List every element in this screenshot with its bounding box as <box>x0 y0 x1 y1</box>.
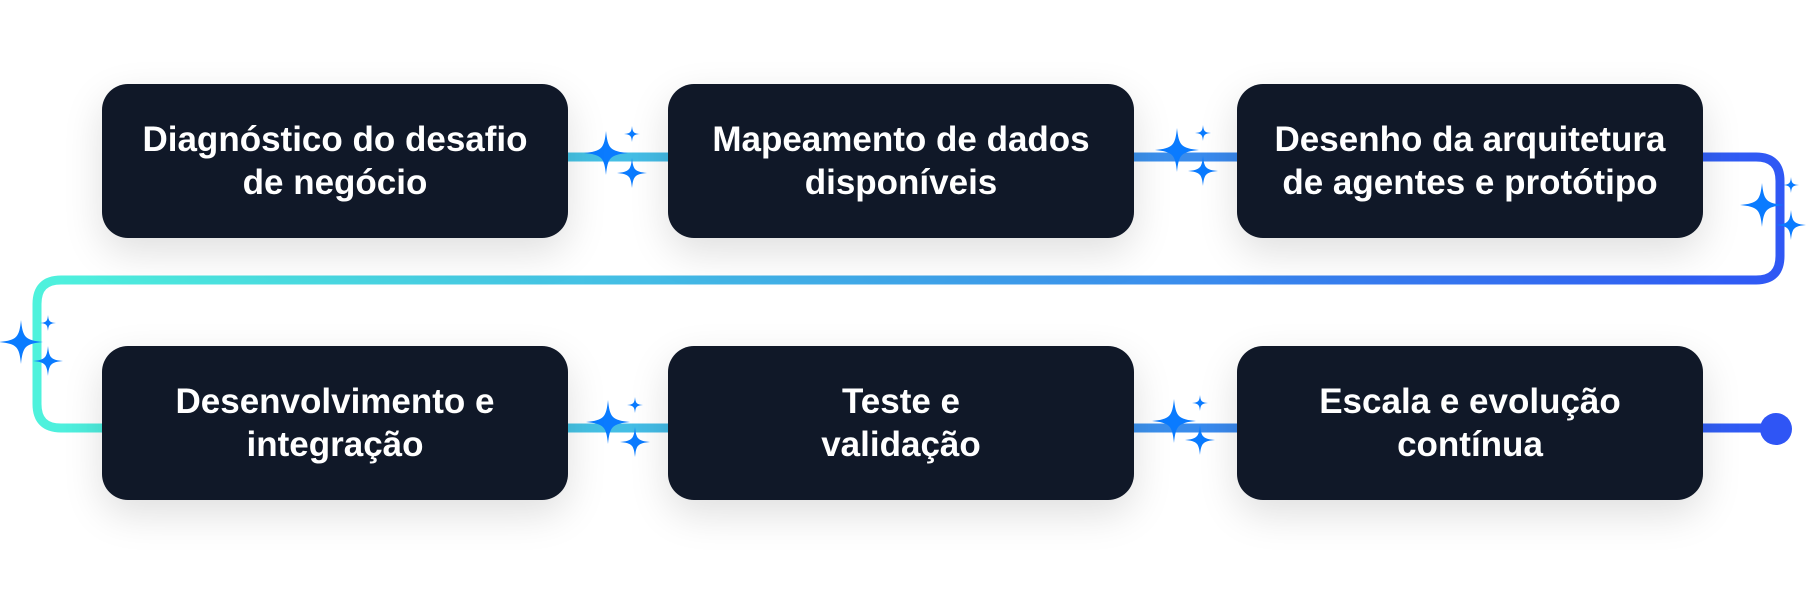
sparkle-icon <box>627 397 643 413</box>
step-label: Diagnóstico do desafio de negócio <box>142 120 528 202</box>
step-label: Teste e validação <box>821 382 981 464</box>
sparkle-icon <box>1195 125 1211 141</box>
sparkle-icon <box>584 131 628 175</box>
sparkle-icon <box>1192 395 1208 411</box>
sparkle-icon <box>1152 399 1196 443</box>
step-label: Desenho da arquitetura de agentes e prot… <box>1274 120 1666 202</box>
step-2-box: Mapeamento de dados disponíveis <box>668 84 1134 238</box>
sparkle-icon <box>617 158 647 188</box>
step-label: Mapeamento de dados disponíveis <box>712 120 1090 202</box>
step-5-box: Teste e validação <box>668 346 1134 500</box>
step-3-box: Desenho da arquitetura de agentes e prot… <box>1237 84 1703 238</box>
step-6-box: Escala e evolução contínua <box>1237 346 1703 500</box>
step-4-box: Desenvolvimento e integração <box>102 346 568 500</box>
sparkle-icon <box>1155 128 1199 172</box>
sparkle-icon <box>586 400 630 444</box>
end-dot <box>1760 413 1792 445</box>
sparkle-icon <box>40 315 56 331</box>
step-label: Escala e evolução contínua <box>1319 382 1621 464</box>
step-1-box: Diagnóstico do desafio de negócio <box>102 84 568 238</box>
sparkle-icon <box>624 126 640 142</box>
sparkle-icon <box>1783 177 1799 193</box>
step-label: Desenvolvimento e integração <box>175 382 495 464</box>
